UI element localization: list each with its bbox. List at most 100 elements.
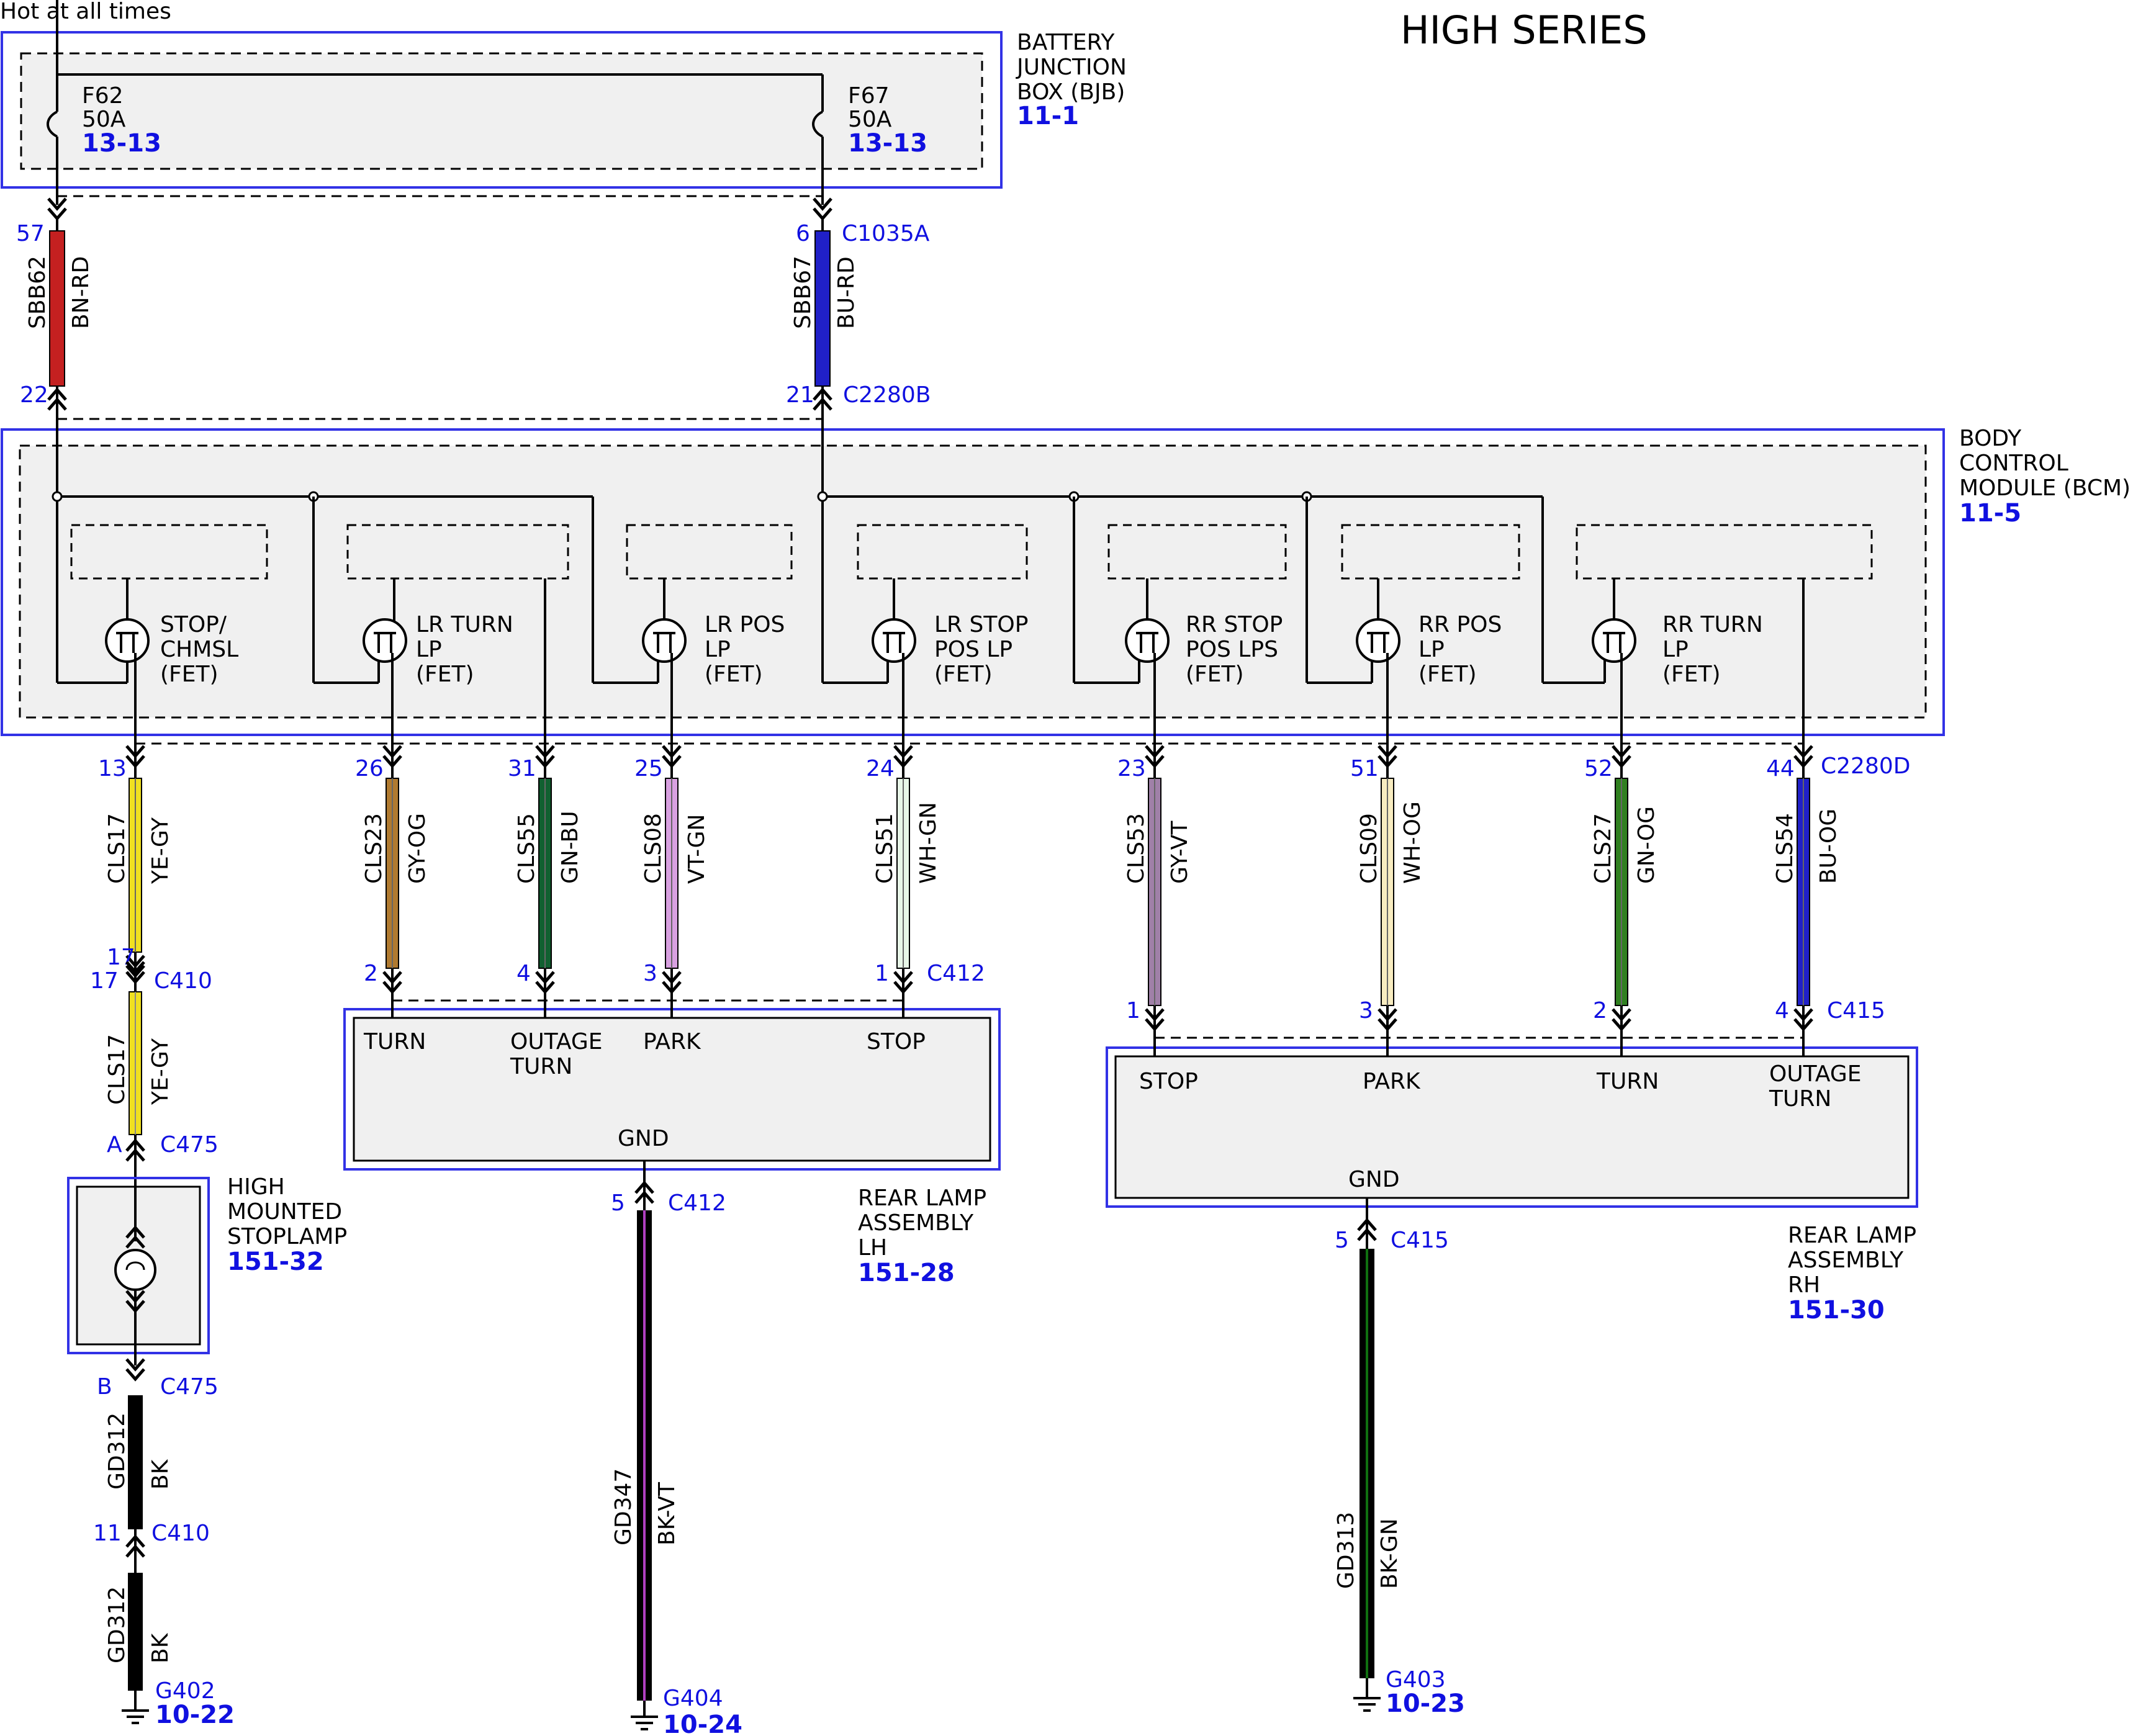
fet-icon [1592,618,1636,663]
fet-icon [1125,618,1170,663]
chmsl-name-line3: STOPLAMP [227,1224,347,1249]
rear-lh-name-line1: REAR LAMP [858,1185,986,1211]
fet-label: (FET) [1662,662,1721,687]
output-end-pin: 3 [643,961,657,986]
bcm-fill [20,446,1926,717]
bulb-icon [114,1249,156,1291]
bcm-ref[interactable]: 11-5 [1959,499,2021,528]
fet-label: LR STOP [934,612,1028,637]
fuse-f62-ref[interactable]: 13-13 [82,129,161,158]
fet-label: (FET) [1186,662,1244,687]
output-end-pin: 2 [364,961,378,986]
ground-point-g402-ref[interactable]: 10-22 [155,1701,235,1729]
output-pin: 23 [1117,756,1146,781]
wire-gd312-segment2 [128,1573,143,1691]
rear-rh-label-park: PARK [1363,1069,1421,1094]
output-color-code: WH-OG [1400,801,1425,884]
ground-point-g404-ref[interactable]: 10-24 [663,1711,742,1736]
rear-lh-ground-color: BK-VT [654,1482,680,1545]
bjb-name-line2: JUNCTION [1016,55,1127,80]
rear-rh-label-outage: OUTAGE [1769,1061,1862,1087]
output-pin: 13 [98,756,127,781]
chmsl-branch: 17 C410 CLS17 YE-GY A C475 HIGH MOUNTED … [67,956,347,1729]
output-color-code: BU-OG [1816,809,1841,884]
output-color-code: GY-OG [405,813,430,884]
feed-wire-sbb62: 57 22 SBB62 BN-RD [16,199,94,428]
chmsl-wire2-color: YE-GY [148,1038,173,1105]
rear-rh-gnd-connector: C415 [1391,1228,1449,1253]
fet-icon [105,618,150,663]
bcm-name-line2: CONTROL [1959,451,2068,476]
output-circuit: CLS54 [1772,813,1798,884]
feed-2-circuit: SBB67 [790,256,816,329]
fet-stop-chmsl: STOP/ CHMSL (FET) [57,524,268,745]
fet-label: LP [705,637,731,662]
output-color-code: GN-OG [1634,806,1659,884]
ground-icon [1352,1697,1382,1712]
chmsl-ref[interactable]: 151-32 [227,1248,324,1276]
ground1-circuit: GD312 [104,1413,130,1490]
rear-lamp-assembly-lh: TURN OUTAGE TURN PARK STOP GND 5 C412 GD… [343,993,1001,1736]
fet-label: LP [416,637,442,662]
rear-rh-body [1114,1055,1910,1199]
fet-label: (FET) [934,662,993,687]
fet-rr-pos: RR POS LP (FET) [1306,497,1520,745]
fuse-f67-ref[interactable]: 13-13 [848,129,927,158]
feed-2-color: BU-RD [834,256,859,329]
wire-sbb67 [814,230,831,387]
output-end-connector: C415 [1827,998,1885,1023]
rear-lh-gnd-pin: 5 [611,1190,625,1216]
fet-label: LR POS [705,612,785,637]
fet-lr-turn: LR TURN LP (FET) [312,497,569,745]
fet-label: LP [1662,637,1689,662]
output-end-pin: 1 [1126,998,1140,1023]
output-end-pin: 1 [875,961,889,986]
fet-label: RR TURN [1662,612,1763,637]
feed-2-top-pin: 6 [796,221,810,246]
chmsl-name-line2: MOUNTED [227,1199,342,1225]
chmsl-wire2-circuit: CLS17 [104,1034,130,1105]
feed-2-top-connector: C1035A [842,221,930,246]
rear-lh-label-turn: TURN [363,1029,426,1055]
chmsl-wire2-bottom-connector: C475 [160,1132,219,1158]
ground-point-g403-ref[interactable]: 10-23 [1386,1689,1465,1718]
rear-lh-label-park: PARK [643,1029,701,1055]
fet-label: CHMSL [160,637,238,662]
feed-wire-sbb67: 6 C1035A 21 C2280B SBB67 BU-RD [786,199,931,428]
rear-lh-gnd-label: GND [618,1126,669,1151]
fet-label: STOP/ [160,612,227,637]
output-pin: 24 [866,756,895,781]
fet-label: RR STOP [1186,612,1283,637]
output-color-code: YE-GY [148,817,173,884]
output-circuit: CLS51 [872,813,898,884]
rear-rh-name-line2: ASSEMBLY [1788,1248,1904,1273]
output-pin: 26 [355,756,384,781]
output-end-pin: 4 [1775,998,1789,1023]
rear-lamp-assembly-rh: STOP PARK TURN OUTAGE TURN GND 5 C415 GD… [1106,1030,1918,1718]
bcm-name-line1: BODY [1959,426,2022,451]
rear-lh-name-line3: LH [858,1235,887,1261]
fet-label: (FET) [1418,662,1477,687]
ground-icon [629,1716,659,1730]
rear-lh-gnd-connector: C412 [668,1190,726,1216]
output-end-pin: 3 [1359,998,1373,1023]
feed-2-bottom-pin: 21 [786,382,814,408]
output-pin: 25 [634,756,663,781]
output-color-code: VT-GN [684,814,710,884]
page-title: HIGH SERIES [1400,7,1648,53]
output-circuit: CLS55 [514,813,539,884]
ground1-bottom-connector: C410 [151,1521,210,1546]
fet-label: (FET) [705,662,763,687]
bjb-ref[interactable]: 11-1 [1017,102,1079,130]
rear-lh-label-outage-turn: TURN [510,1054,572,1079]
rear-rh-ref[interactable]: 151-30 [1788,1296,1885,1324]
fet-lr-pos: LR POS LP (FET) [592,497,793,745]
chmsl-wire1-end-connector: C410 [154,968,212,994]
feed-1-bottom-pin: 22 [20,382,48,408]
rear-lh-ref[interactable]: 151-28 [858,1259,955,1287]
